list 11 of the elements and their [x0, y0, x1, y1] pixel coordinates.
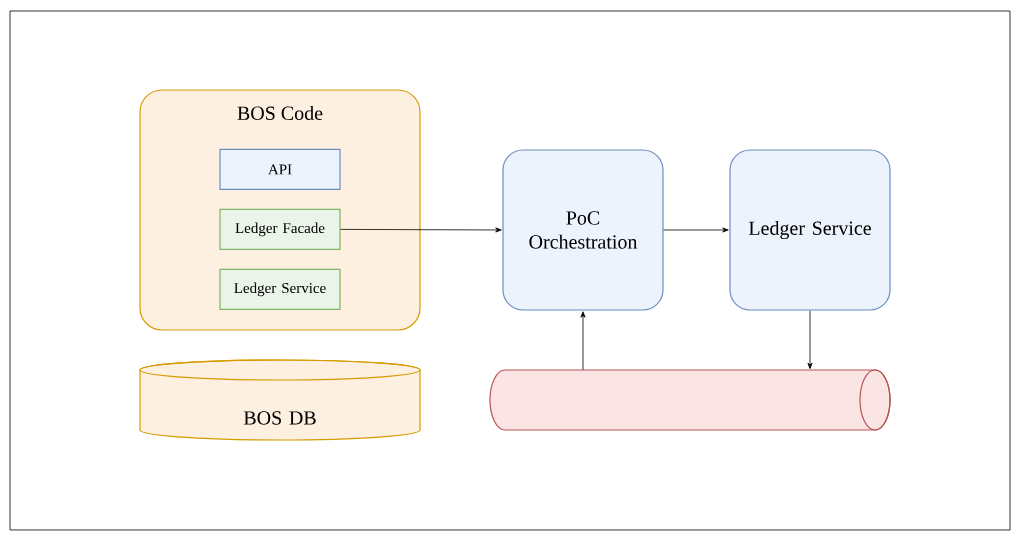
arrow: [340, 227, 502, 233]
cylinder-shape: [489, 369, 891, 431]
arrow: [663, 227, 729, 233]
component-box: Ledger Facade: [219, 208, 341, 250]
component-box: Ledger Service: [219, 268, 341, 310]
service-box: PoC Orchestration: [502, 149, 664, 311]
arrow: [807, 310, 813, 370]
service-box: Ledger Service: [729, 149, 891, 311]
database-cylinder: BOS DB: [139, 359, 421, 441]
component-box: API: [219, 148, 341, 190]
arrow: [580, 311, 586, 371]
